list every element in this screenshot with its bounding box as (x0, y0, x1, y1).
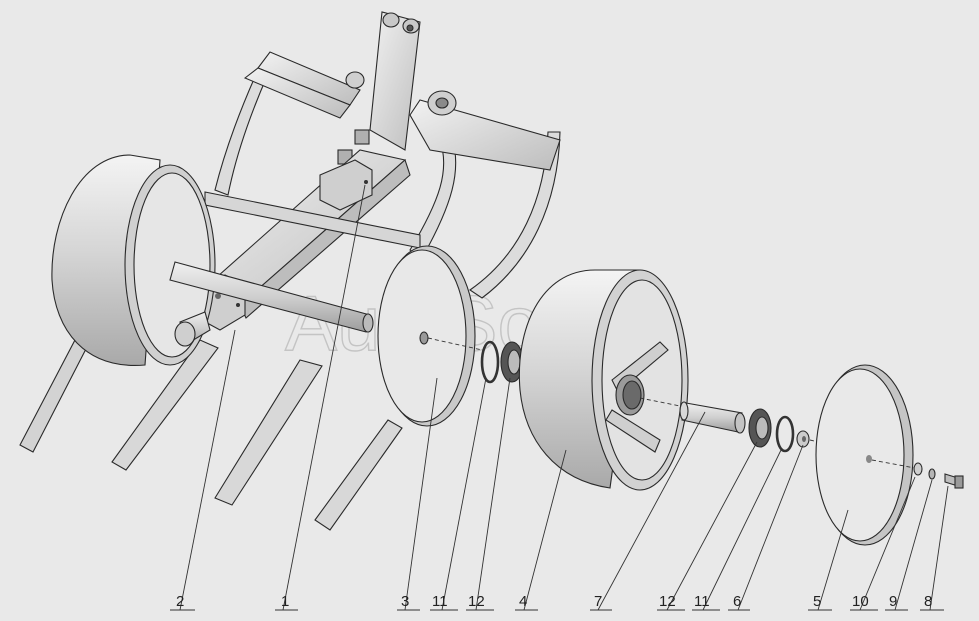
washer-9 (928, 468, 936, 480)
sleeve-7 (679, 401, 746, 434)
retaining-ring-11a (480, 340, 500, 384)
retaining-ring-11b (775, 415, 795, 453)
callout-7: 7 (594, 593, 602, 610)
callout-11a: 11 (432, 593, 448, 610)
cover-disc-5 (815, 364, 916, 546)
bearing-12b (748, 408, 772, 448)
callout-11b: 11 (694, 593, 710, 610)
side-disc-3 (377, 245, 483, 427)
bolt-8 (944, 473, 964, 489)
callout-labels: 2 1 3 11 12 4 7 12 11 6 5 10 9 8 (176, 593, 932, 610)
callout-2: 2 (176, 593, 184, 610)
callout-6: 6 (733, 593, 741, 610)
leader-lines (170, 184, 949, 611)
callout-8: 8 (924, 593, 932, 610)
callout-10: 10 (852, 593, 869, 610)
drum-4 (518, 269, 691, 491)
callout-12b: 12 (659, 593, 676, 610)
washer-10 (913, 462, 923, 476)
axle-shaft (169, 261, 374, 347)
callout-5: 5 (813, 593, 821, 610)
callout-9: 9 (889, 593, 897, 610)
left-drum (51, 154, 216, 366)
callout-1: 1 (281, 593, 289, 610)
callout-4: 4 (519, 593, 527, 610)
hitch-bracket (337, 11, 421, 165)
callout-3: 3 (401, 593, 409, 610)
callout-12a: 12 (468, 593, 485, 610)
bearing-12a (500, 341, 524, 383)
frame-top-beam (243, 51, 561, 171)
